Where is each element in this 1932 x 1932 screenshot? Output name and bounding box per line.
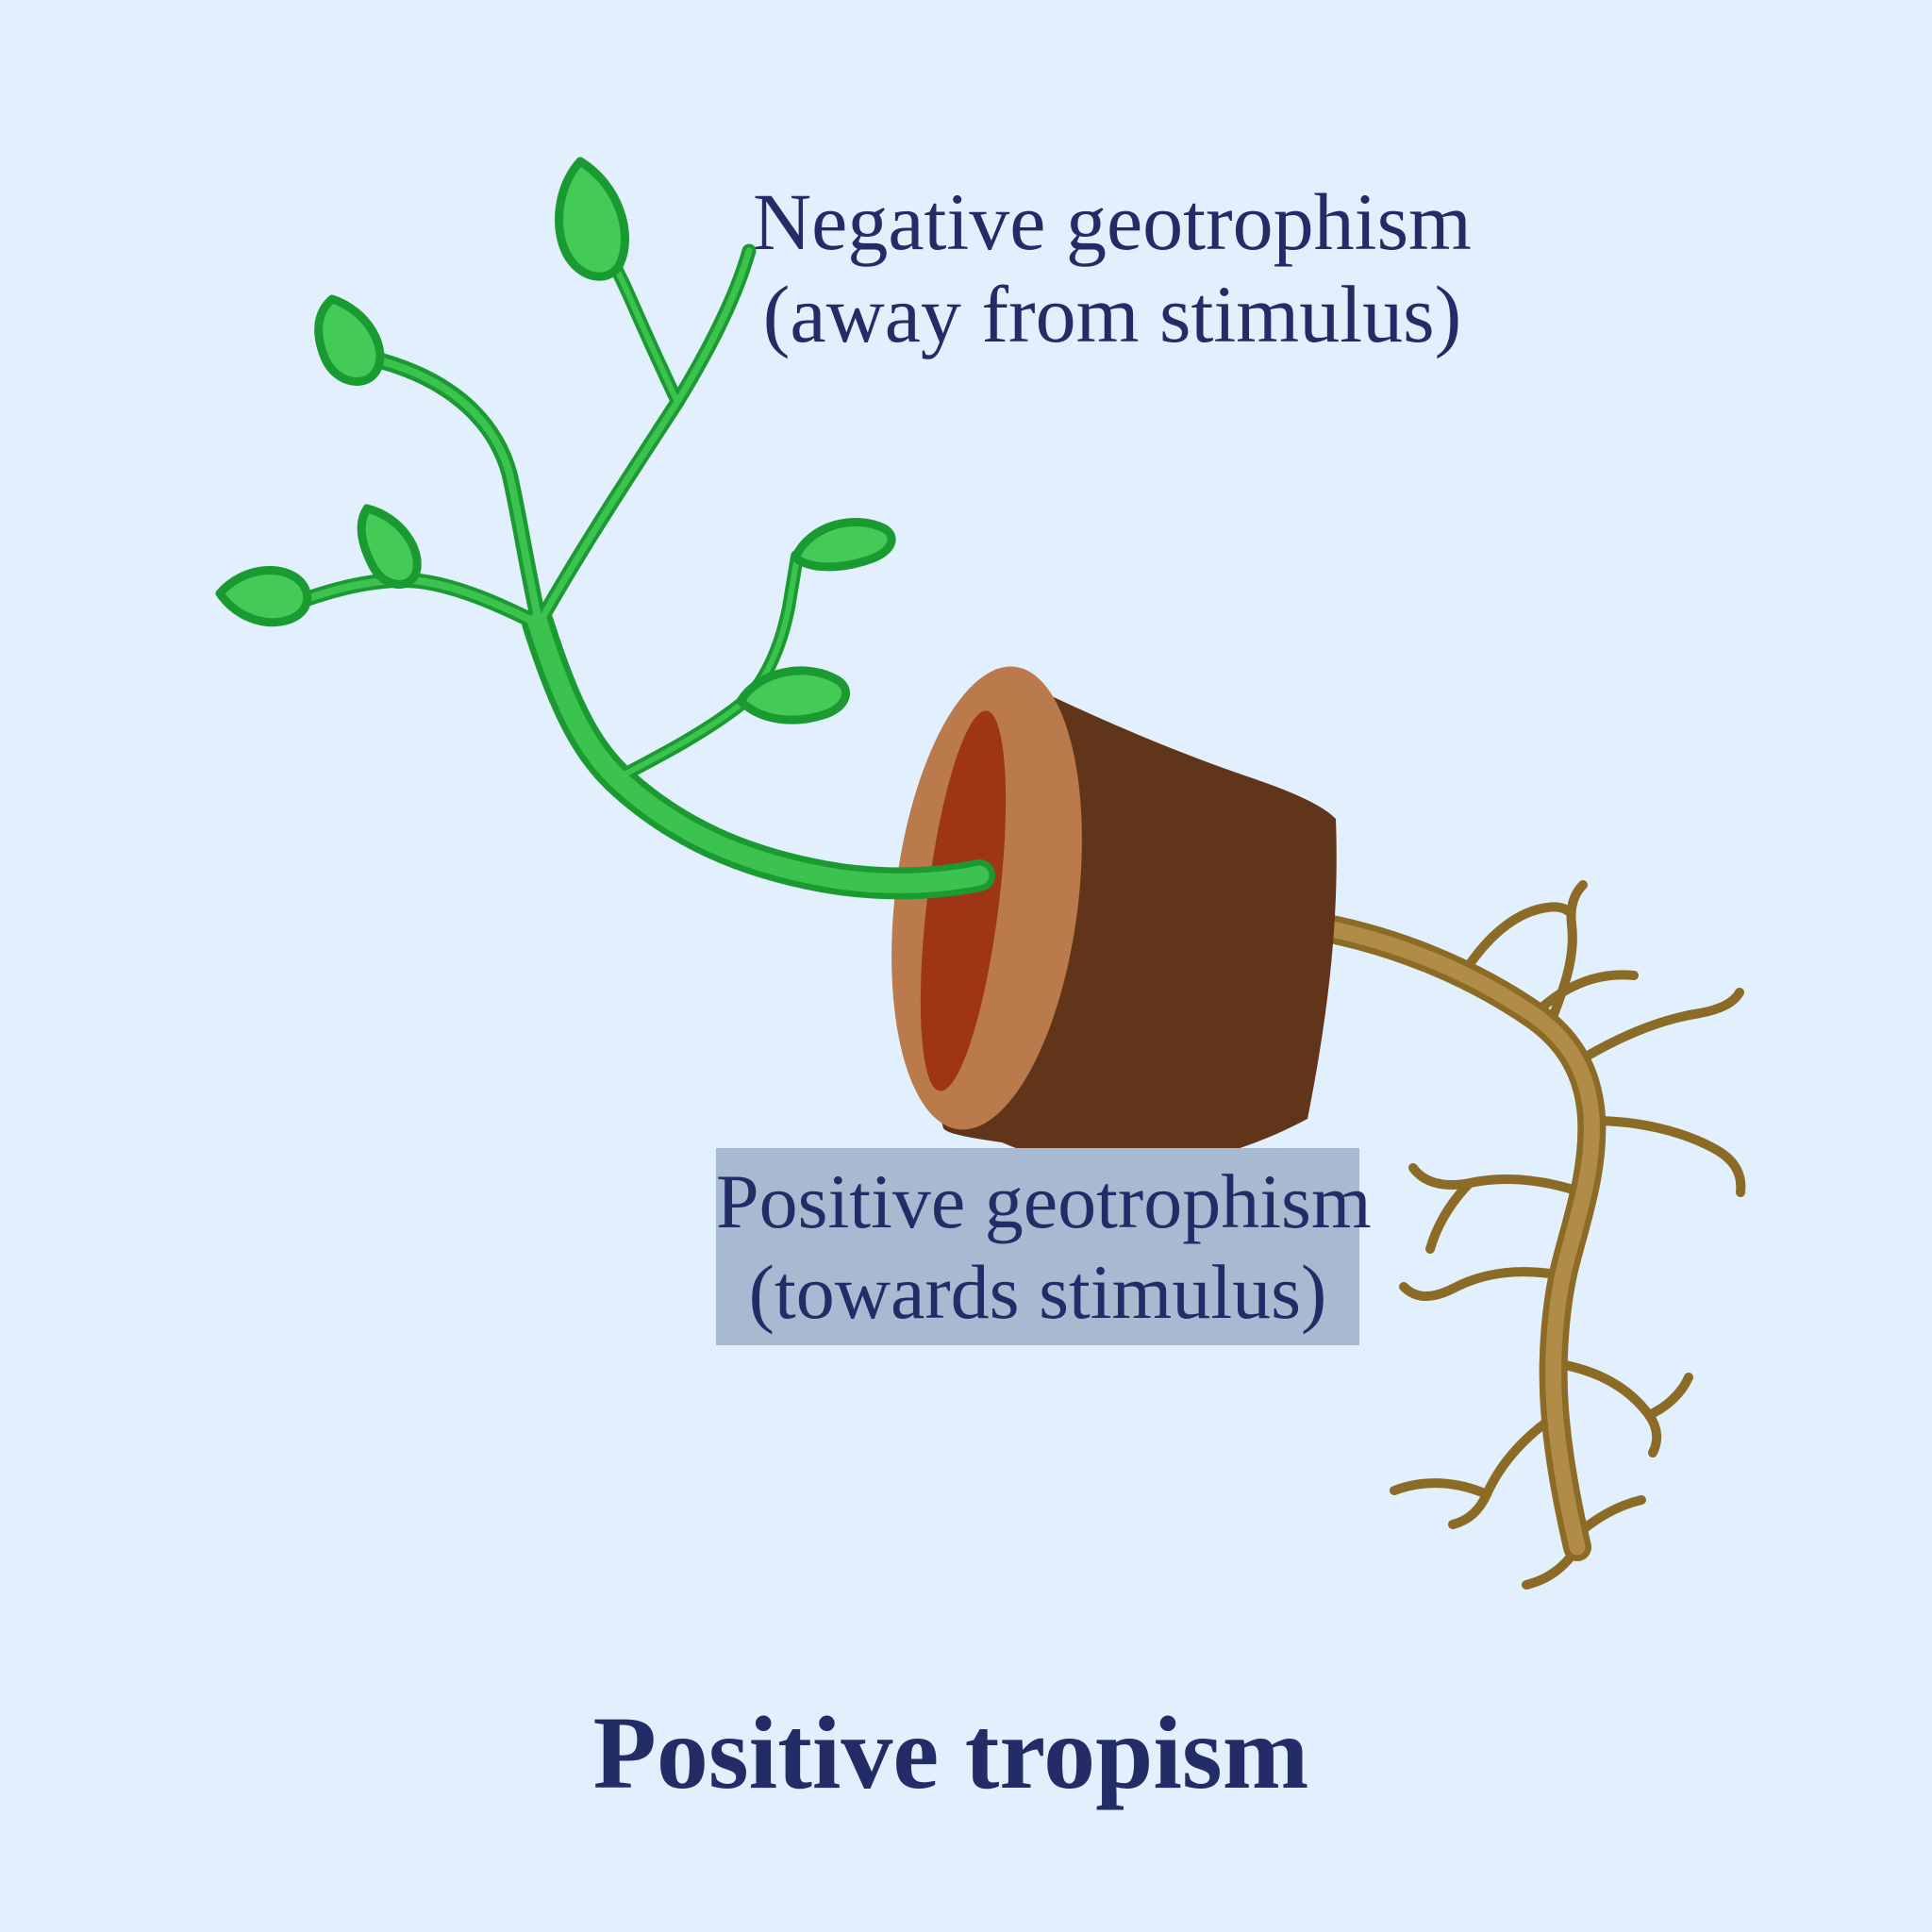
pot-opening <box>920 710 1007 1091</box>
negative-geotropism-label: Negative geotrophism (away from stimulus… <box>753 175 1472 360</box>
rootlet <box>1644 1373 1693 1420</box>
branch <box>620 554 800 778</box>
leaf <box>791 518 896 572</box>
flower-pot <box>891 666 1337 1168</box>
positive-label-line2: (towards stimulus) <box>748 1248 1327 1335</box>
rootlet <box>1578 988 1744 1063</box>
diagram-title: Positive tropism <box>592 1695 1309 1810</box>
branch <box>300 576 543 628</box>
root-system <box>1308 880 1746 1590</box>
branch <box>375 357 543 628</box>
leaf <box>555 157 630 281</box>
branch <box>611 262 680 405</box>
rootlet <box>1550 1358 1662 1457</box>
plant-shoot <box>215 157 995 900</box>
rootlet <box>1590 1116 1746 1197</box>
rootlet <box>1448 1410 1561 1529</box>
leaf <box>357 504 422 589</box>
leaf <box>314 294 385 386</box>
leaf <box>215 566 312 627</box>
rootlet <box>1408 1163 1590 1198</box>
main-stem <box>527 612 990 893</box>
positive-label-line1: Positive geotrophism <box>716 1158 1372 1244</box>
rootlet <box>1390 1478 1491 1499</box>
rootlet <box>1399 1267 1567 1301</box>
rootlet <box>1465 902 1575 969</box>
positive-geotropism-label: Positive geotrophism (towards stimulus) <box>716 1148 1372 1345</box>
negative-label-line1: Negative geotrophism <box>753 176 1472 267</box>
leaf <box>736 666 851 724</box>
rootlet <box>1425 1178 1474 1254</box>
negative-label-line2: (away from stimulus) <box>762 269 1462 359</box>
branch <box>536 247 753 626</box>
main-root <box>1314 919 1600 1556</box>
